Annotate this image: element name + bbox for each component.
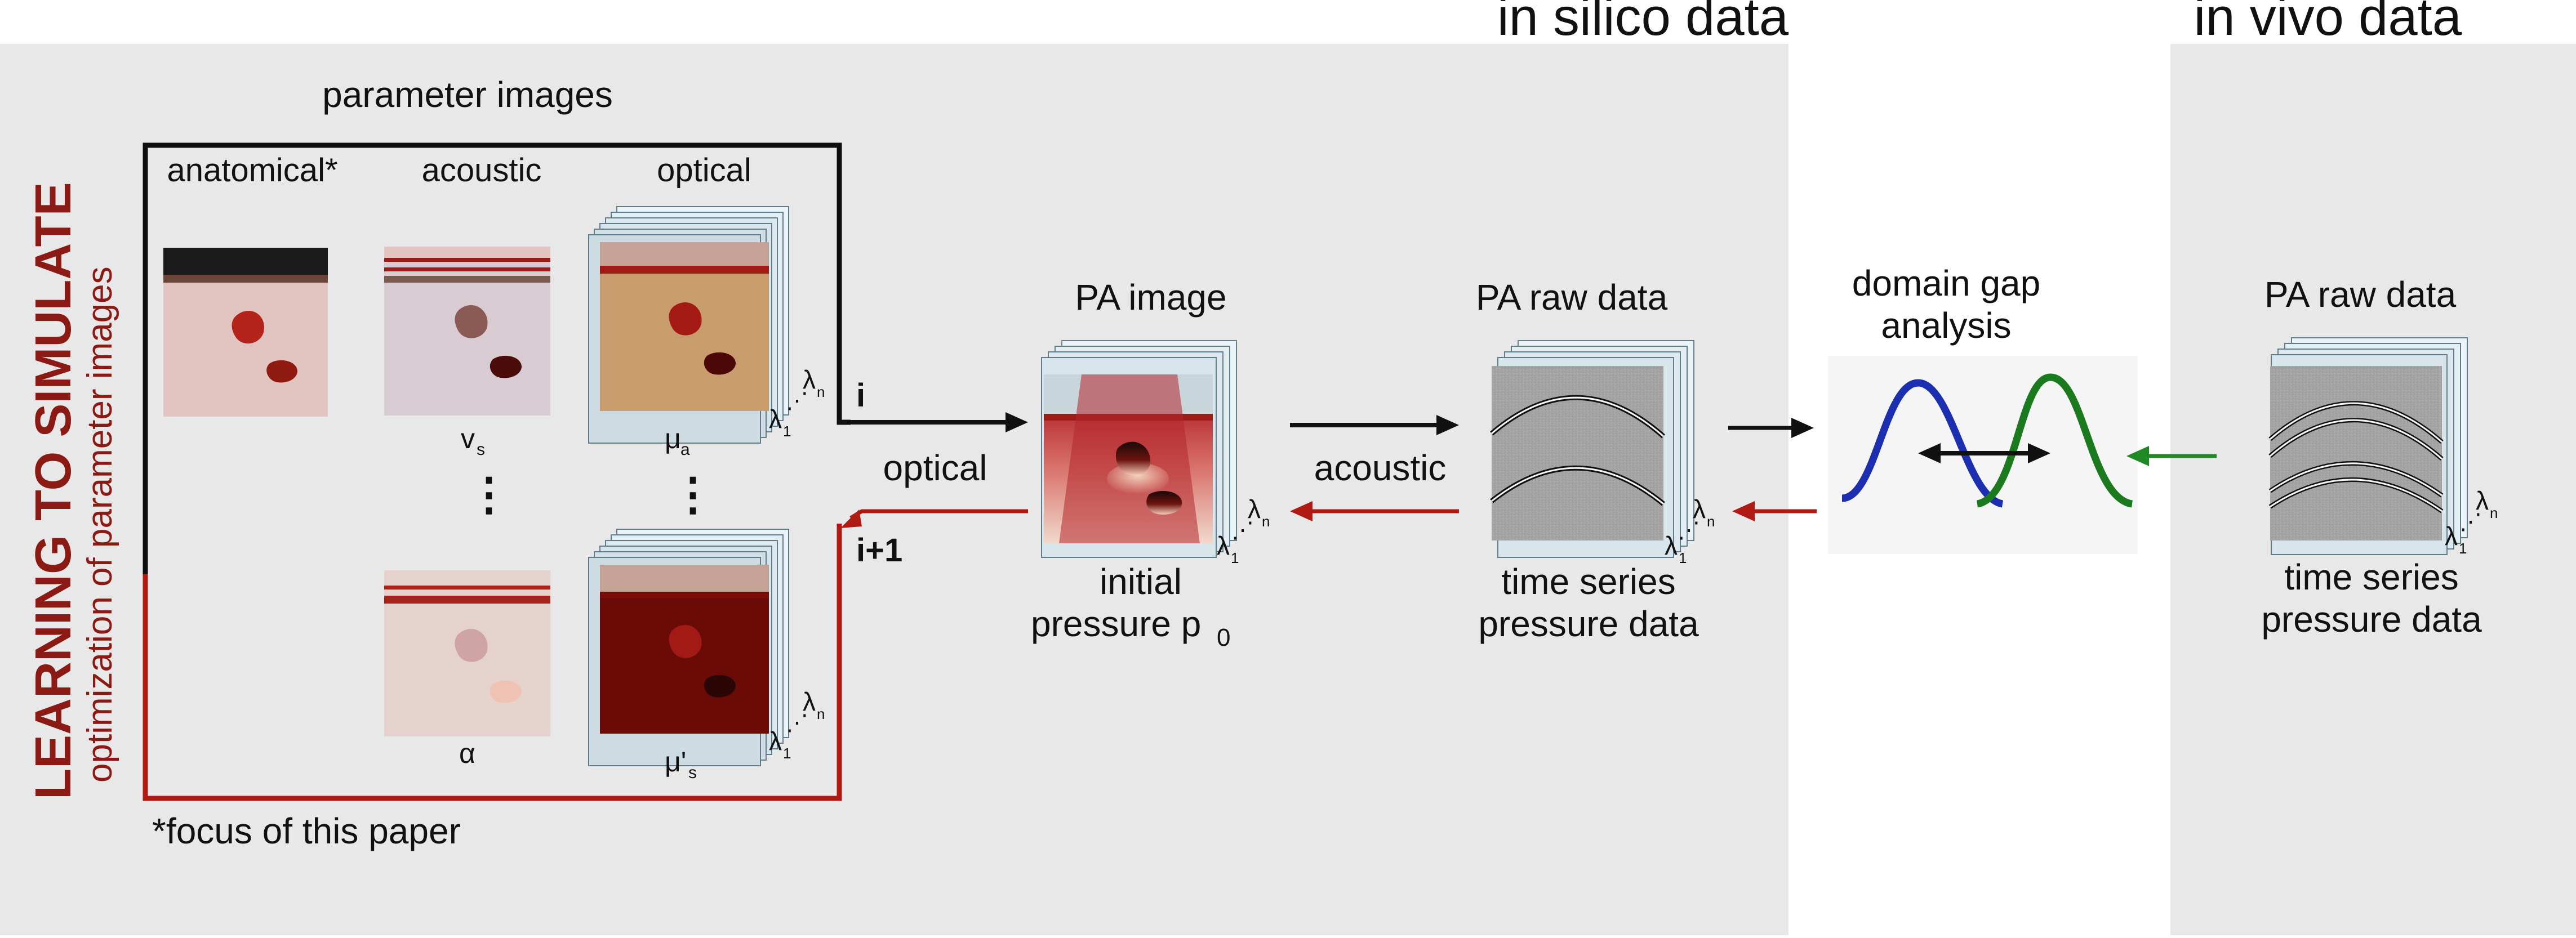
- parameter-images-title: parameter images: [322, 74, 613, 115]
- wavelength-label-optical-top: λ n ⋰ λ 1: [769, 365, 825, 440]
- in-silico-header: in silico data: [1497, 0, 1789, 46]
- svg-text:1: 1: [2459, 540, 2467, 557]
- pa-raw-vivo-stack: [2268, 337, 2468, 555]
- anatomical-label: anatomical*: [167, 152, 337, 189]
- acoustic-vs-image: [384, 247, 550, 416]
- loop-label-i-plus-1: i+1: [856, 532, 902, 569]
- learning-subtitle: optimization of parameter images: [81, 266, 119, 783]
- pa-image-caption-line2: pressure p 0: [1031, 604, 1230, 651]
- pa-raw-vivo-caption-line1: time series: [2284, 557, 2458, 597]
- footnote: *focus of this paper: [152, 811, 461, 851]
- svg-text:n: n: [1262, 513, 1270, 530]
- svg-text:μ: μ: [665, 423, 681, 454]
- pa-image-title: PA image: [1075, 277, 1226, 318]
- pa-raw-vivo-caption-line2: pressure data: [2261, 599, 2482, 640]
- acoustic-ellipsis: ⋮: [466, 469, 511, 519]
- pa-raw-silico-caption-line2: pressure data: [1478, 604, 1699, 644]
- svg-text:λ: λ: [1665, 531, 1678, 560]
- pa-image-stack: [1041, 340, 1237, 558]
- arrow-right-icon: [1436, 415, 1459, 435]
- arrow-left-icon: [1732, 501, 1755, 521]
- in-silico-panel: [0, 44, 1788, 935]
- svg-text:pressure p: pressure p: [1031, 604, 1201, 644]
- svg-text:s: s: [477, 440, 485, 459]
- in-vivo-distribution-curve: [1976, 373, 2133, 508]
- svg-text:λ: λ: [769, 404, 782, 434]
- svg-text:n: n: [817, 705, 825, 722]
- svg-text:⋰: ⋰: [1231, 518, 1254, 543]
- pa-image-front: [1044, 374, 1213, 543]
- anatomical-image: [163, 248, 328, 417]
- loop-label-i: i: [856, 377, 865, 414]
- acoustic-label: acoustic: [422, 152, 542, 189]
- mua-symbol: μ a: [665, 423, 690, 459]
- domain-gap-title-line1: domain gap: [1852, 263, 2040, 303]
- arrow-left-icon: [2126, 446, 2149, 466]
- svg-text:1: 1: [1231, 550, 1239, 566]
- svg-text:a: a: [680, 440, 690, 459]
- vs-symbol: v s: [461, 423, 485, 459]
- pa-raw-silico-stack: [1490, 340, 1694, 558]
- svg-text:λ: λ: [2445, 521, 2458, 551]
- in-vivo-header: in vivo data: [2194, 0, 2462, 46]
- domain-gap-title-line2: analysis: [1881, 305, 2011, 346]
- svg-text:⋰: ⋰: [786, 388, 808, 413]
- svg-text:λ: λ: [1217, 531, 1230, 560]
- domain-gap-panel: [1828, 356, 2138, 554]
- optical-mus-front: [600, 565, 769, 734]
- wavelength-label-pa: λ n ⋰ λ 1: [1217, 494, 1270, 566]
- loop-label-optical: optical: [883, 448, 987, 488]
- arrow-right-icon: [1791, 418, 1814, 438]
- optical-mus-stack: [588, 529, 789, 766]
- svg-text:λ: λ: [1248, 494, 1261, 524]
- svg-text:⋰: ⋰: [786, 711, 808, 735]
- arrow-right-icon: [1006, 412, 1028, 432]
- svg-text:λ: λ: [803, 687, 816, 716]
- svg-text:1: 1: [783, 745, 791, 762]
- pa-image-caption-line1: initial: [1100, 561, 1182, 602]
- acoustic-alpha-image: [384, 570, 550, 736]
- svg-text:λ: λ: [2476, 486, 2489, 515]
- svg-text:λ: λ: [803, 365, 816, 394]
- svg-text:λ: λ: [1693, 494, 1706, 524]
- parameter-box-red-border: [143, 524, 842, 801]
- pa-raw-silico-caption-line1: time series: [1501, 561, 1675, 602]
- svg-text:n: n: [2490, 504, 2498, 521]
- svg-text:λ: λ: [769, 726, 782, 756]
- in-silico-distribution-curve: [1841, 379, 2004, 508]
- svg-text:n: n: [1707, 513, 1715, 530]
- double-arrow-icon: [1918, 443, 1941, 463]
- alpha-symbol: α: [459, 738, 475, 769]
- pa-raw-vivo-front: [2268, 366, 2444, 541]
- wavelength-label-raw-silico: λ n ⋰ λ 1: [1665, 494, 1715, 566]
- optical-mua-front: [600, 242, 769, 411]
- double-arrow-icon: [2028, 443, 2050, 463]
- optical-ellipsis: ⋮: [670, 469, 715, 519]
- wavelength-label-raw-vivo: λ n ⋰ λ 1: [2445, 486, 2498, 557]
- parameter-box-black-border: [143, 142, 851, 574]
- svg-text:1: 1: [1679, 550, 1687, 566]
- svg-text:⋰: ⋰: [2459, 510, 2482, 534]
- svg-text:μ': μ': [665, 746, 686, 778]
- svg-text:s: s: [688, 763, 697, 782]
- svg-text:v: v: [461, 423, 475, 454]
- mus-symbol: μ' s: [665, 746, 697, 782]
- svg-text:1: 1: [783, 423, 791, 440]
- arrow-left-icon: [1290, 501, 1313, 521]
- arrow-left-icon: [840, 510, 862, 528]
- wavelength-label-optical-bottom: λ n ⋰ λ 1: [769, 687, 825, 762]
- learning-to-simulate-title: LEARNING TO SIMULATE: [25, 182, 82, 799]
- pa-raw-vivo-title: PA raw data: [2264, 274, 2457, 315]
- loop-label-acoustic: acoustic: [1314, 448, 1447, 488]
- optical-mua-stack: [588, 206, 789, 444]
- pa-raw-silico-front: [1490, 366, 1665, 541]
- svg-text:n: n: [817, 383, 825, 400]
- svg-text:⋰: ⋰: [1678, 518, 1700, 543]
- pa-raw-silico-title: PA raw data: [1476, 277, 1668, 318]
- svg-text:0: 0: [1217, 624, 1230, 651]
- optical-label: optical: [657, 152, 751, 189]
